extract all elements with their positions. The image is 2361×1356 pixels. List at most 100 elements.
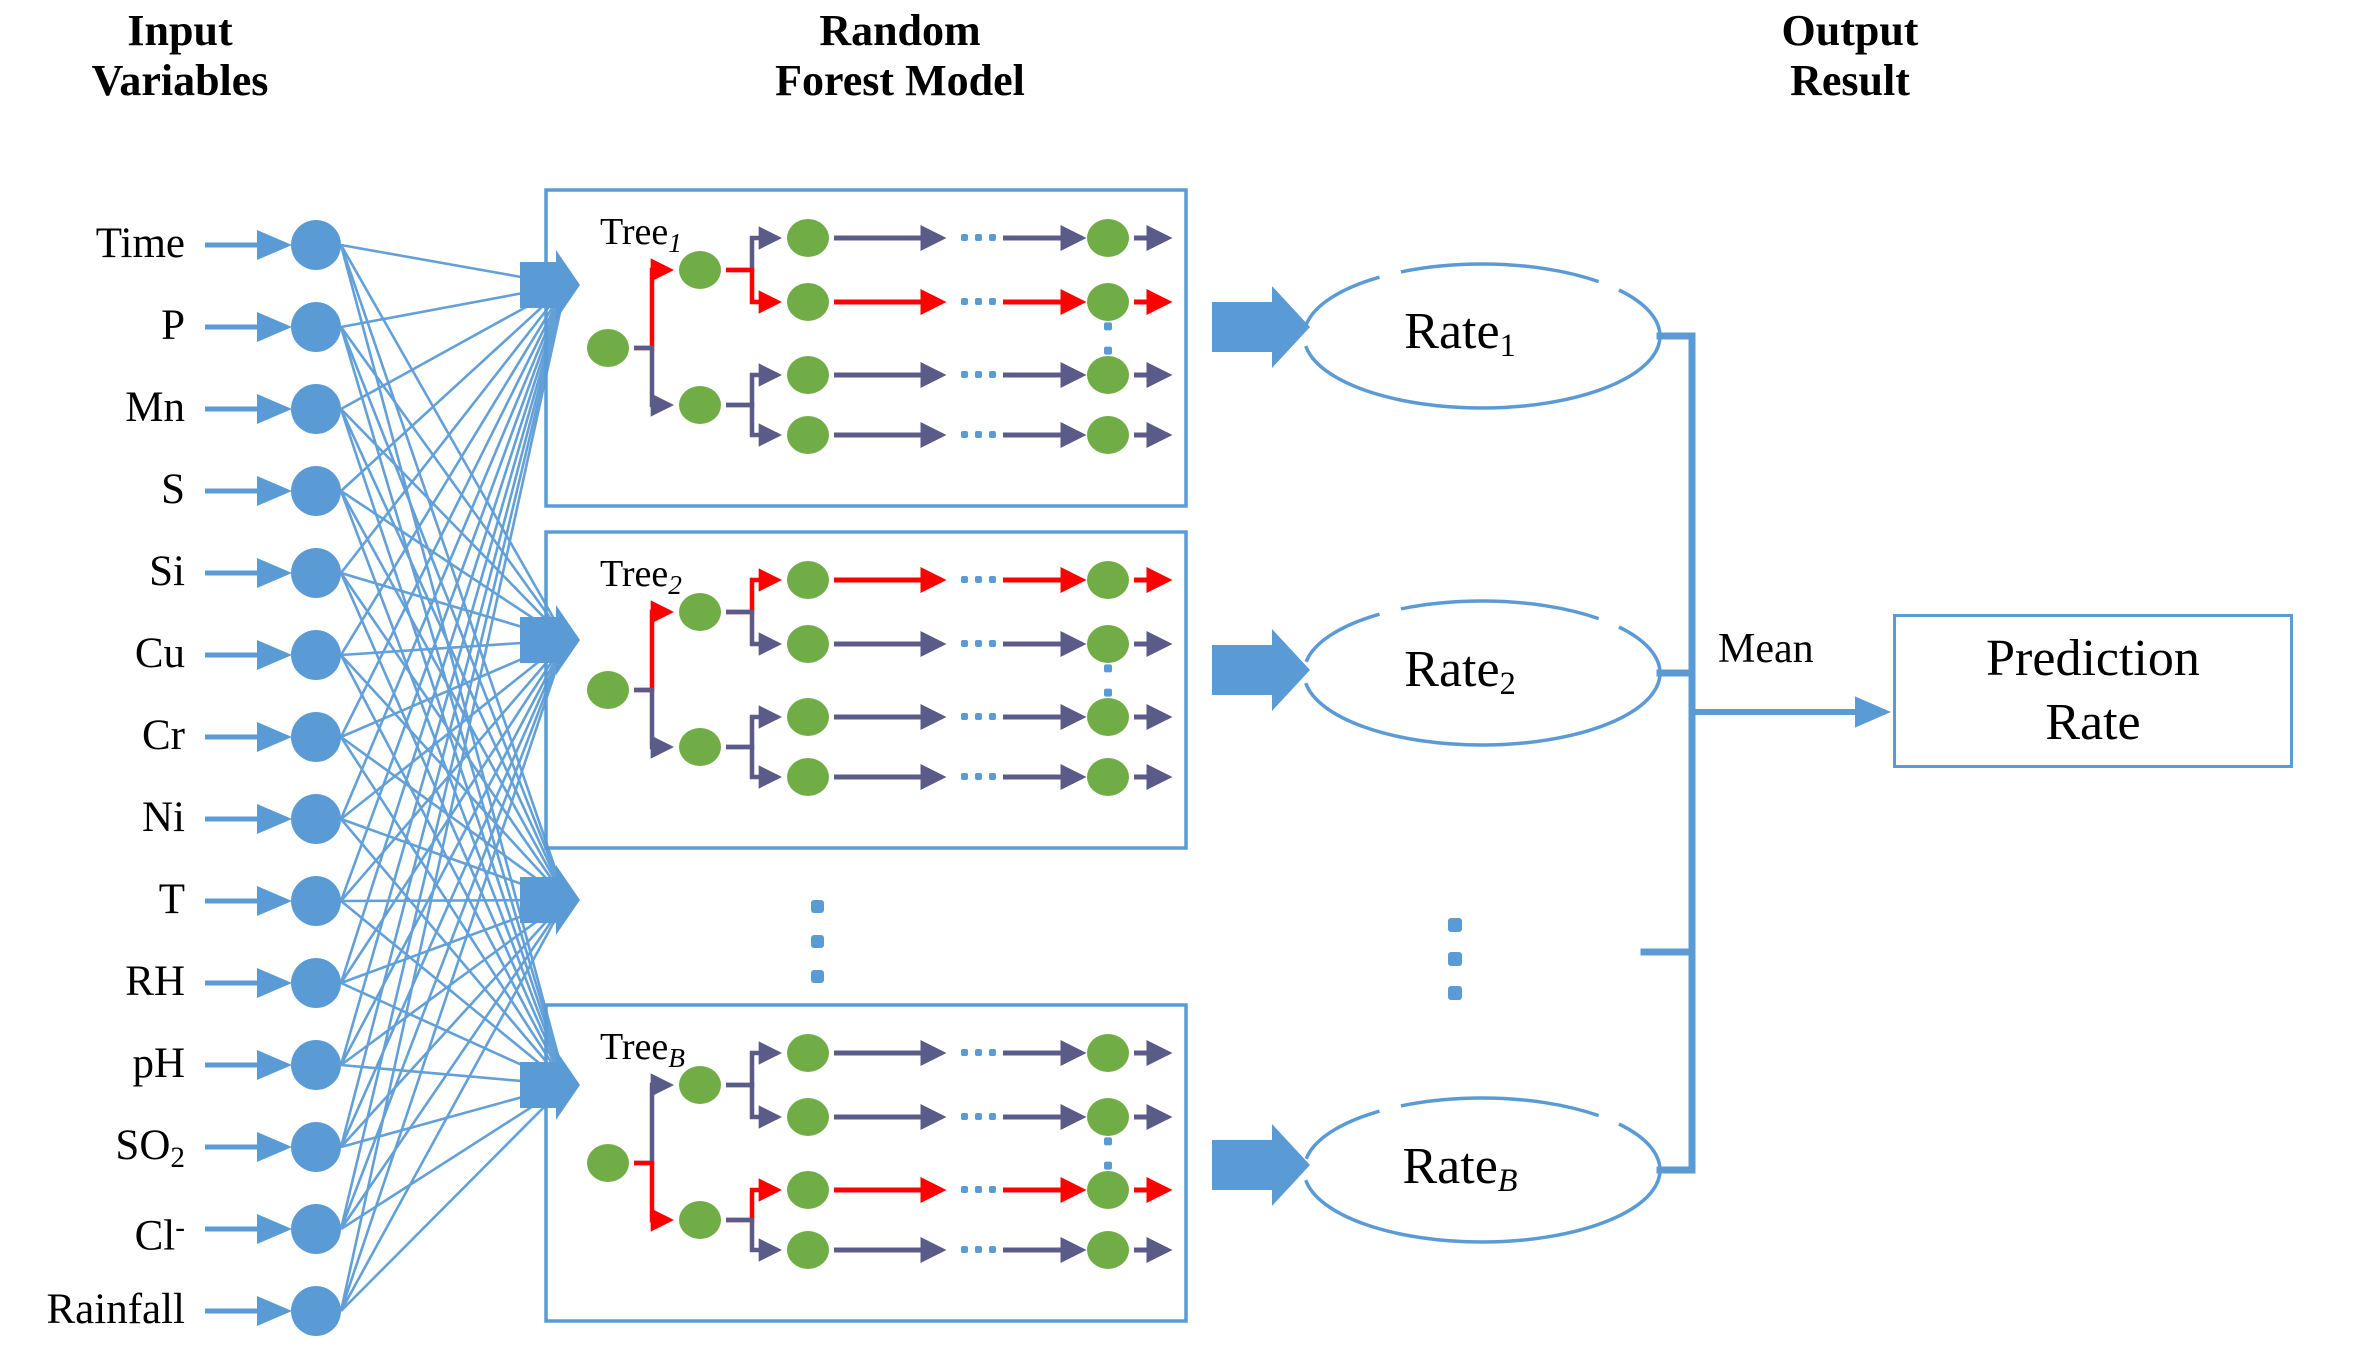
tree-node-1-10	[1087, 758, 1129, 796]
input-node-circles	[291, 220, 341, 1336]
row-ellipsis-dot	[961, 1186, 968, 1193]
tree-node-1-6	[1087, 625, 1129, 663]
tree-node-2-8	[1087, 1171, 1129, 1209]
input-variable-label-chloride: Cl-	[134, 1212, 185, 1260]
row-ellipsis-dot	[989, 298, 996, 305]
tree-node-2-9	[787, 1231, 829, 1269]
tree-node-2-1	[679, 1066, 721, 1104]
row-ellipsis-dot	[961, 640, 968, 647]
input-node-1	[291, 302, 341, 352]
tree-box-b	[544, 1003, 1188, 1323]
input-variable-label-rainfall: Rainfall	[46, 1286, 185, 1333]
input-node-2	[291, 384, 341, 434]
block-arrow-b	[1212, 1124, 1310, 1206]
tree-node-2-0	[587, 1144, 629, 1182]
input-node-13	[291, 1286, 341, 1336]
tree-node-0-0	[587, 329, 629, 367]
row-ellipsis-dot	[961, 576, 968, 583]
rate-ellipse-1	[1302, 262, 1662, 410]
tree-node-0-3	[787, 219, 829, 257]
row-ellipsis-dot	[975, 1186, 982, 1193]
row-ellipsis-dot	[989, 640, 996, 647]
prediction-rate-box: Prediction Rate	[1893, 614, 2293, 768]
row-ellipsis-dot	[975, 640, 982, 647]
row-ellipsis-dot	[961, 371, 968, 378]
row-ellipsis-dot	[975, 431, 982, 438]
tree-node-1-0	[587, 671, 629, 709]
rate-ellipse-2	[1302, 599, 1662, 747]
input-node-9	[291, 958, 341, 1008]
tree-node-2-3	[787, 1034, 829, 1072]
rate-ellipse-b	[1302, 1096, 1662, 1244]
input-variable-label-ni: Ni	[142, 794, 185, 841]
header-output-result: Output Result	[1781, 6, 1919, 105]
input-variable-label-so2: SO2	[115, 1122, 185, 1175]
tree-node-0-10	[1087, 416, 1129, 454]
input-variable-label-ph: pH	[132, 1040, 185, 1087]
tree-node-2-5	[787, 1098, 829, 1136]
tree-node-1-2	[679, 728, 721, 766]
col-ellipsis-dot	[1104, 664, 1112, 673]
tree-node-2-10	[1087, 1231, 1129, 1269]
row-ellipsis-dot	[989, 431, 996, 438]
block-arrow-1	[1212, 286, 1310, 368]
tree-label-2: Tree2	[600, 553, 682, 601]
tree-internal-graphs	[587, 219, 1173, 1269]
rate-label-1: Rate1	[1404, 303, 1516, 364]
tree-node-0-2	[679, 386, 721, 424]
fully-connected-edges	[339, 243, 568, 1312]
tree-label-b: TreeB	[600, 1026, 685, 1074]
input-variable-label-si: Si	[149, 548, 185, 595]
input-node-7	[291, 794, 341, 844]
row-ellipsis-dot	[975, 1113, 982, 1120]
block-arrow-2	[1212, 629, 1310, 711]
row-ellipsis-dot	[961, 1246, 968, 1253]
row-ellipsis-dot	[961, 431, 968, 438]
col-ellipsis-dot	[1104, 1161, 1112, 1170]
tree-node-1-4	[1087, 561, 1129, 599]
row-ellipsis-dot	[975, 1246, 982, 1253]
row-ellipsis-dot	[975, 1049, 982, 1056]
forest-entry-arrows	[520, 250, 580, 1120]
tree-boxes	[544, 188, 1188, 1323]
tree-node-0-6	[1087, 283, 1129, 321]
row-ellipsis-dot	[975, 371, 982, 378]
row-ellipsis-dot	[989, 713, 996, 720]
input-variable-label-mn: Mn	[125, 384, 185, 431]
input-variable-label-cu: Cu	[134, 630, 185, 677]
tree-node-1-9	[787, 758, 829, 796]
col-ellipsis-dot	[1104, 322, 1112, 331]
row-ellipsis-dot	[989, 1246, 996, 1253]
input-node-11	[291, 1122, 341, 1172]
row-ellipsis-dot	[989, 576, 996, 583]
input-node-10	[291, 1040, 341, 1090]
tree-box-1	[544, 188, 1188, 508]
row-ellipsis-dot	[961, 1113, 968, 1120]
tree-box-2	[544, 530, 1188, 850]
col-ellipsis-dot	[1104, 1137, 1112, 1146]
tree-column-ellipsis	[811, 900, 824, 983]
input-node-5	[291, 630, 341, 680]
input-variable-label-cr: Cr	[142, 712, 185, 759]
row-ellipsis-dot	[989, 371, 996, 378]
row-ellipsis-dot	[989, 1113, 996, 1120]
tree-graph-0	[587, 219, 1173, 454]
tree-label-1: Tree1	[600, 211, 682, 259]
tree-node-2-2	[679, 1201, 721, 1239]
tree-node-2-4	[1087, 1034, 1129, 1072]
tree-node-2-6	[1087, 1098, 1129, 1136]
input-node-4	[291, 548, 341, 598]
rate-label-b: RateB	[1402, 1138, 1518, 1199]
prediction-rate-label: Prediction Rate	[1986, 630, 2200, 751]
tree-node-1-1	[679, 593, 721, 631]
header-random-forest-model: Random Forest Model	[775, 6, 1025, 105]
input-node-6	[291, 712, 341, 762]
row-ellipsis-dot	[975, 713, 982, 720]
row-ellipsis-dot	[961, 713, 968, 720]
input-node-3	[291, 466, 341, 516]
input-node-8	[291, 876, 341, 926]
tree-to-rate-arrows	[1212, 286, 1310, 1206]
input-variable-label-t: T	[158, 876, 185, 923]
input-node-0	[291, 220, 341, 270]
